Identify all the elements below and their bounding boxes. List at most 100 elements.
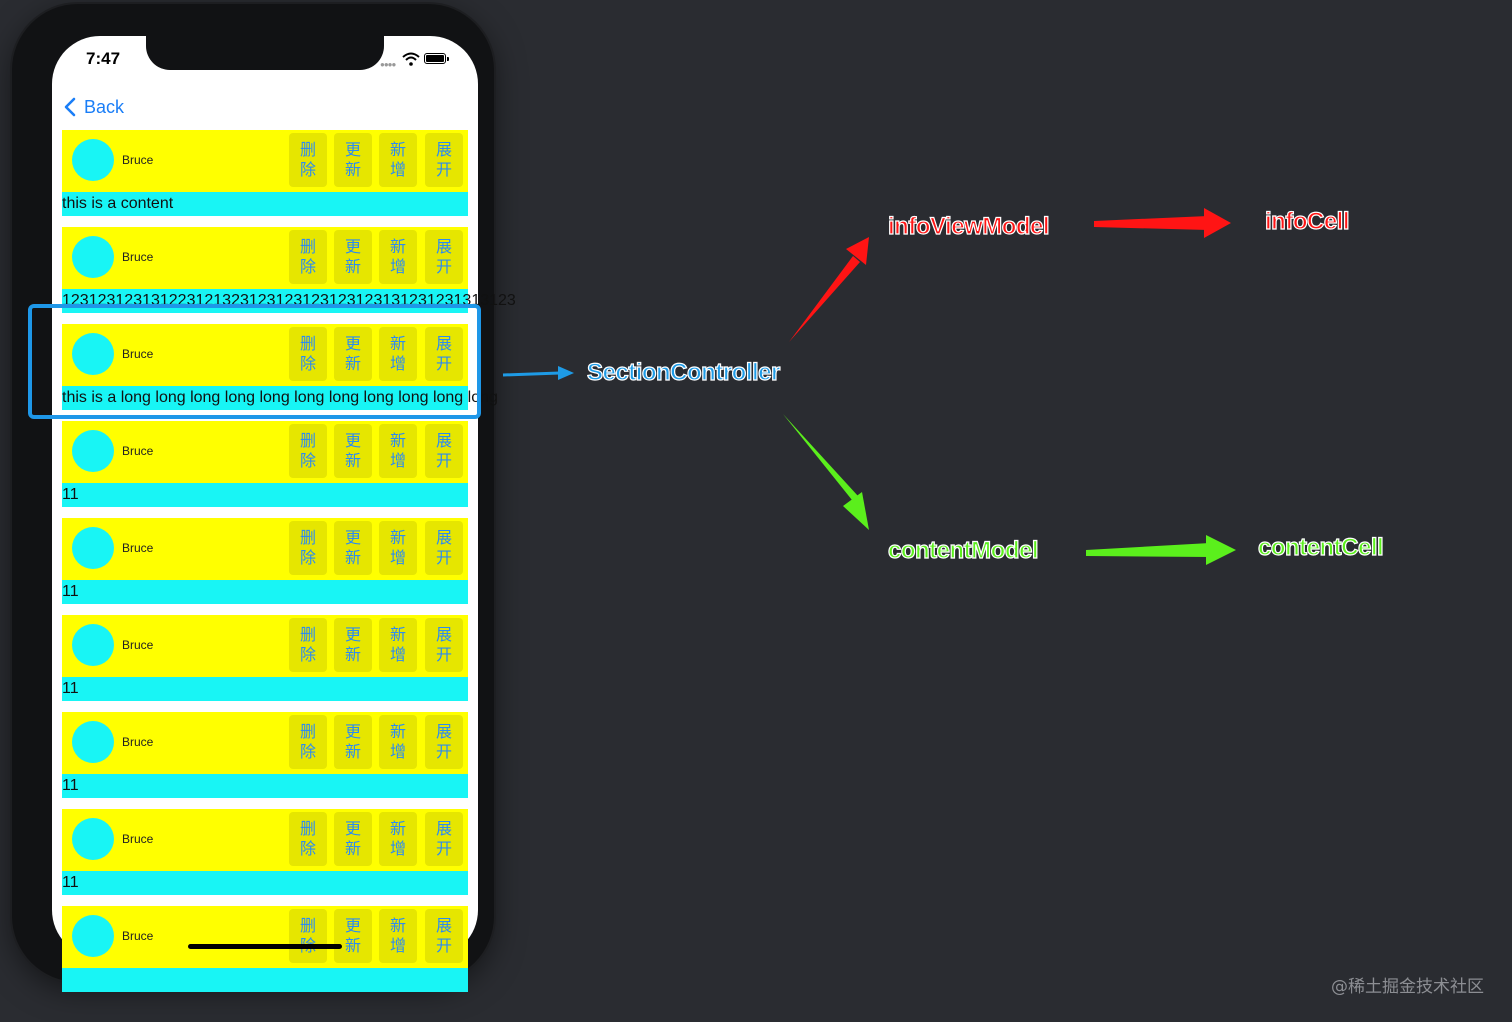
content-cell[interactable]: 11 (62, 677, 468, 701)
section-6: Bruce 删除更新新增展开 11 (62, 615, 468, 702)
button-label-top: 删 (299, 334, 316, 353)
button-label-bottom: 新 (344, 257, 361, 276)
avatar (72, 624, 114, 666)
button-label-bottom: 新 (344, 645, 361, 664)
update-button[interactable]: 更新 (334, 230, 372, 284)
content-cell[interactable]: 11 (62, 871, 468, 895)
info-cell[interactable]: Bruce 删除更新新增展开 (62, 130, 468, 192)
delete-button[interactable]: 删除 (289, 909, 327, 963)
button-label-bottom: 增 (389, 548, 406, 567)
expand-button[interactable]: 展开 (425, 327, 463, 381)
button-label-bottom: 除 (299, 645, 316, 664)
button-label-top: 展 (435, 625, 452, 644)
button-label-bottom: 除 (299, 257, 316, 276)
status-time: 7:47 (86, 49, 121, 68)
update-button[interactable]: 更新 (334, 424, 372, 478)
user-name: Bruce (122, 153, 154, 167)
delete-button[interactable]: 删除 (289, 424, 327, 478)
content-cell[interactable]: 11 (62, 580, 468, 604)
info-cell[interactable]: Bruce 删除更新新增展开 (62, 615, 468, 677)
back-button[interactable]: Back (64, 94, 124, 120)
delete-button[interactable]: 删除 (289, 521, 327, 575)
expand-button[interactable]: 展开 (425, 715, 463, 769)
add-button[interactable]: 新增 (379, 909, 417, 963)
add-button[interactable]: 新增 (379, 618, 417, 672)
avatar (72, 236, 114, 278)
expand-button[interactable]: 展开 (425, 424, 463, 478)
update-button[interactable]: 更新 (334, 909, 372, 963)
content-cell[interactable] (62, 968, 468, 992)
content-cell[interactable]: this is a content (62, 192, 468, 216)
user-name: Bruce (122, 541, 154, 555)
expand-button[interactable]: 展开 (425, 812, 463, 866)
expand-button[interactable]: 展开 (425, 230, 463, 284)
delete-button[interactable]: 删除 (289, 230, 327, 284)
update-button[interactable]: 更新 (334, 133, 372, 187)
button-label-bottom: 增 (389, 257, 406, 276)
arrow-to-content-cell (1086, 535, 1236, 565)
expand-button[interactable]: 展开 (425, 133, 463, 187)
add-button[interactable]: 新增 (379, 133, 417, 187)
button-label-bottom: 新 (344, 839, 361, 858)
expand-button[interactable]: 展开 (425, 618, 463, 672)
wifi-icon (402, 52, 420, 66)
button-label-bottom: 开 (435, 548, 452, 567)
expand-button[interactable]: 展开 (425, 909, 463, 963)
add-button[interactable]: 新增 (379, 327, 417, 381)
button-label-top: 展 (435, 140, 452, 159)
button-label-bottom: 开 (435, 257, 452, 276)
button-label-top: 删 (299, 819, 316, 838)
avatar (72, 915, 114, 957)
delete-button[interactable]: 删除 (289, 715, 327, 769)
update-button[interactable]: 更新 (334, 812, 372, 866)
delete-button[interactable]: 删除 (289, 327, 327, 381)
add-button[interactable]: 新增 (379, 424, 417, 478)
add-button[interactable]: 新增 (379, 812, 417, 866)
button-label-top: 删 (299, 140, 316, 159)
signal-icon: ●●●● (380, 60, 396, 69)
button-label-top: 删 (299, 528, 316, 547)
button-label-top: 新 (389, 916, 406, 935)
delete-button[interactable]: 删除 (289, 812, 327, 866)
update-button[interactable]: 更新 (334, 327, 372, 381)
update-button[interactable]: 更新 (334, 521, 372, 575)
info-cell[interactable]: Bruce 删除更新新增展开 (62, 518, 468, 580)
avatar (72, 721, 114, 763)
button-label-bottom: 增 (389, 354, 406, 373)
update-button[interactable]: 更新 (334, 715, 372, 769)
section-1: Bruce 删除更新新增展开 this is a content (62, 130, 468, 217)
button-label-top: 更 (344, 334, 361, 353)
button-label-bottom: 除 (299, 160, 316, 179)
expand-button[interactable]: 展开 (425, 521, 463, 575)
delete-button[interactable]: 删除 (289, 133, 327, 187)
add-button[interactable]: 新增 (379, 521, 417, 575)
button-label-bottom: 开 (435, 160, 452, 179)
add-button[interactable]: 新增 (379, 715, 417, 769)
update-button[interactable]: 更新 (334, 618, 372, 672)
content-cell[interactable]: this is a long long long long long long … (62, 386, 498, 410)
button-label-bottom: 新 (344, 742, 361, 761)
button-label-bottom: 开 (435, 936, 452, 955)
content-cell[interactable]: 11 (62, 774, 468, 798)
delete-button[interactable]: 删除 (289, 618, 327, 672)
button-label-bottom: 除 (299, 839, 316, 858)
user-name: Bruce (122, 638, 154, 652)
content-cell[interactable]: 11 (62, 483, 468, 507)
home-indicator (188, 944, 342, 949)
button-label-top: 新 (389, 237, 406, 256)
back-label: Back (84, 96, 125, 117)
add-button[interactable]: 新增 (379, 230, 417, 284)
button-label-top: 更 (344, 625, 361, 644)
button-label-bottom: 新 (344, 936, 361, 955)
button-label-top: 新 (389, 431, 406, 450)
